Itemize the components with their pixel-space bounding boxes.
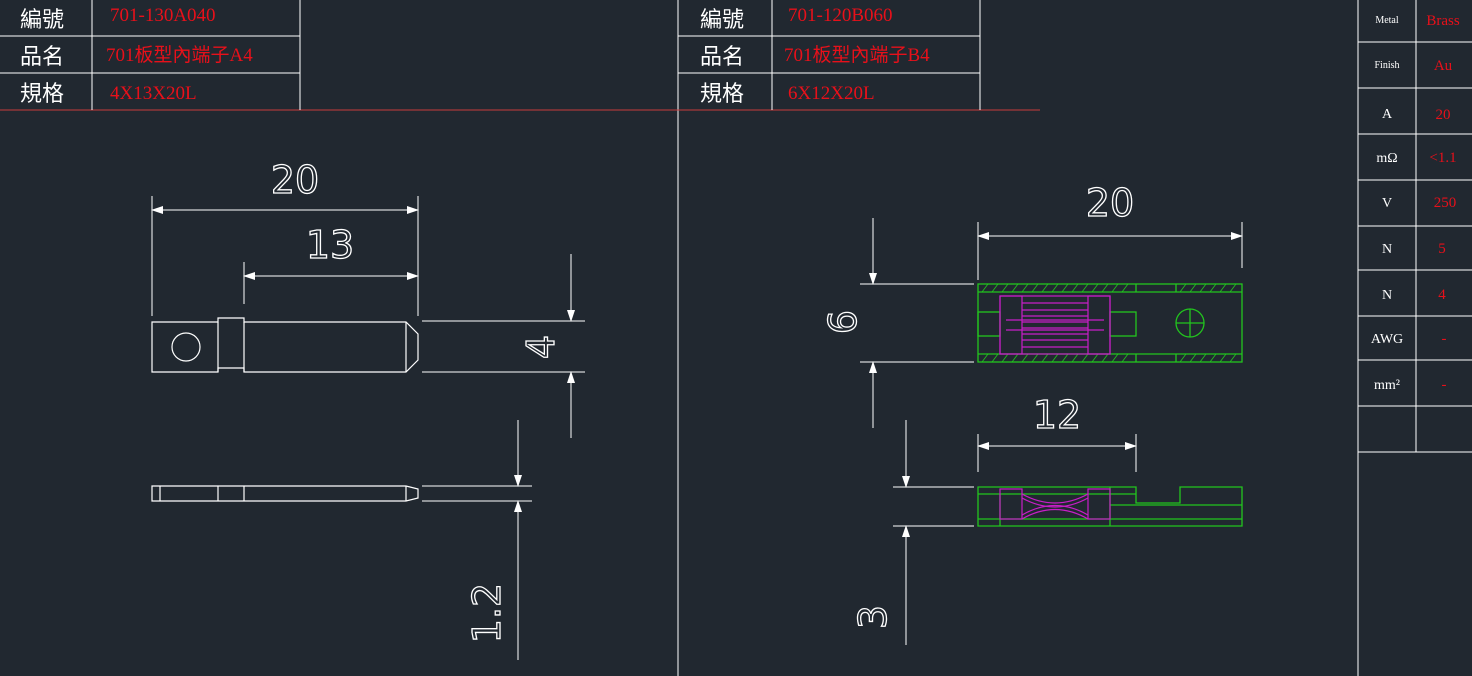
right-part-side-view — [977, 486, 1243, 527]
spec-area-label: mm² — [1374, 378, 1400, 393]
left-name-label: 品名 — [20, 45, 64, 70]
right-title-block: 編號 品名 規格 701-120B060 701板型內端子B4 6X12X20L — [678, 0, 981, 110]
spec-force2-label: N — [1382, 288, 1392, 303]
spec-awg-label: AWG — [1371, 332, 1403, 347]
spec-area-value: - — [1442, 377, 1447, 393]
left-part-side-view — [151, 485, 419, 502]
spec-resistance-value: <1.1 — [1429, 150, 1456, 166]
left-dim-partial: 13 — [306, 223, 354, 267]
left-code-value: 701-130A040 — [110, 5, 216, 26]
spec-voltage-label: V — [1382, 196, 1392, 211]
left-dim-length: 20 — [271, 158, 319, 202]
spec-voltage-value: 250 — [1434, 195, 1457, 211]
left-dim-width: 4 — [519, 335, 563, 359]
frame-lines — [0, 0, 1359, 676]
left-dimensions — [151, 196, 585, 660]
right-code-label: 編號 — [700, 8, 744, 33]
right-part-top-view — [977, 283, 1243, 363]
spec-finish-label: Finish — [1374, 60, 1399, 71]
left-dim-thickness: 1.2 — [465, 583, 509, 643]
spec-current-value: 20 — [1436, 107, 1451, 123]
spec-metal-label: Metal — [1375, 15, 1399, 26]
right-code-value: 701-120B060 — [788, 5, 893, 26]
right-dim-width: 6 — [821, 310, 865, 334]
right-dim-partial: 12 — [1033, 393, 1081, 437]
right-spec-value: 6X12X20L — [788, 83, 875, 104]
right-dim-length: 20 — [1086, 181, 1134, 225]
left-name-value: 701板型內端子A4 — [106, 44, 253, 66]
left-spec-value: 4X13X20L — [110, 83, 197, 104]
spec-force1-value: 5 — [1438, 241, 1446, 257]
left-code-label: 編號 — [20, 8, 64, 33]
right-name-label: 品名 — [700, 45, 744, 70]
spec-table: Metal Brass Finish Au A 20 mΩ <1.1 V 250… — [1358, 0, 1472, 453]
left-title-block: 編號 品名 規格 701-130A040 701板型內端子A4 4X13X20L — [0, 0, 301, 110]
spec-force2-value: 4 — [1438, 287, 1446, 303]
spec-finish-value: Au — [1434, 58, 1453, 74]
right-dimensions — [860, 218, 1243, 645]
left-part-top-view — [151, 317, 419, 373]
right-dim-thickness: 3 — [851, 605, 895, 629]
left-spec-label: 規格 — [20, 82, 64, 107]
spec-force1-label: N — [1382, 242, 1392, 257]
spec-current-label: A — [1382, 107, 1393, 122]
spec-awg-value: - — [1442, 331, 1447, 347]
right-name-value: 701板型內端子B4 — [784, 44, 930, 66]
spec-metal-value: Brass — [1426, 13, 1459, 29]
right-spec-label: 規格 — [700, 82, 744, 107]
spec-resistance-label: mΩ — [1376, 151, 1397, 166]
